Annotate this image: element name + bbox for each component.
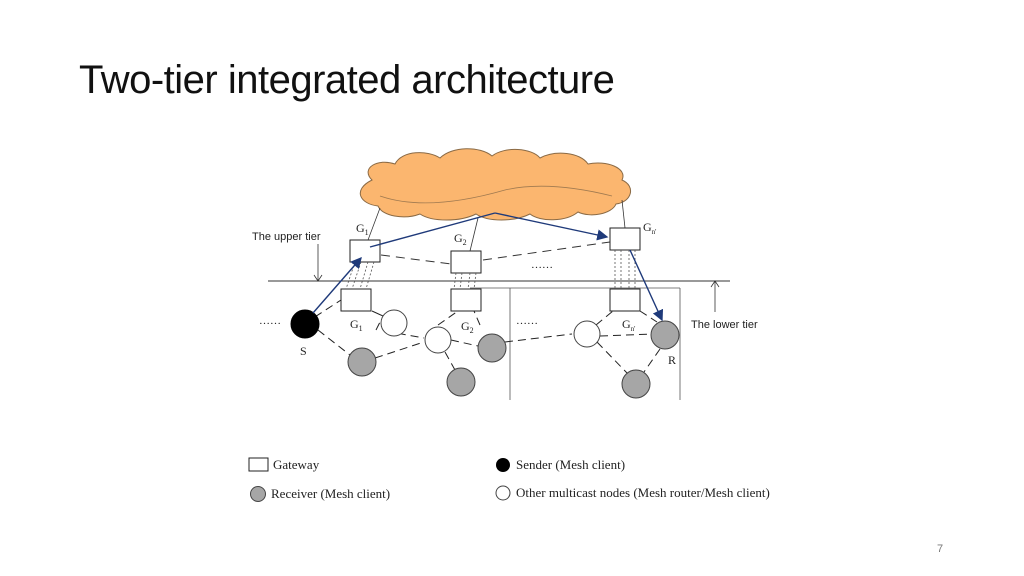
svg-text:G1: G1 <box>350 317 363 333</box>
multicast-path <box>312 212 664 322</box>
lower-gateway-g2 <box>450 288 482 312</box>
cloud-link-g1 <box>367 207 381 241</box>
svg-text:Gn': Gn' <box>643 220 656 236</box>
upper-g1-label: G <box>356 221 365 235</box>
lower-gateway-gn <box>609 288 641 312</box>
svg-text:Gn': Gn' <box>622 317 635 333</box>
legend-gateway-label: Gateway <box>273 457 320 472</box>
lower-g1-sub: 1 <box>359 324 363 333</box>
receiver-node <box>446 367 476 397</box>
legend: Gateway Receiver (Mesh client) Sender (M… <box>248 457 770 502</box>
lower-g1-label: G <box>350 317 359 331</box>
slide-title: Two-tier integrated architecture <box>79 58 615 102</box>
lower-left-ellipsis: …… <box>259 315 281 327</box>
multicast-node <box>424 326 452 354</box>
legend-sender-swatch <box>496 458 510 472</box>
upper-link-g1-g2 <box>380 254 452 265</box>
multicast-node <box>573 320 601 348</box>
legend-sender-label: Sender (Mesh client) <box>516 457 625 472</box>
lower-tier-label: The lower tier <box>691 319 758 331</box>
upper-gateway-g2 <box>450 250 482 274</box>
page-number: 7 <box>937 543 944 555</box>
tier-connector-g2 <box>453 272 477 290</box>
tier-connector-g1 <box>345 261 375 290</box>
receiver-node <box>477 333 507 363</box>
receiver-label: R <box>668 353 676 367</box>
upper-g1-sub: 1 <box>365 228 369 237</box>
legend-other-label: Other multicast nodes (Mesh router/Mesh … <box>516 485 770 500</box>
upper-link-g2-gn <box>482 241 611 261</box>
upper-gn-label: G <box>643 220 652 234</box>
upper-tier-label: The upper tier <box>252 231 321 243</box>
lower-gn-label: G <box>622 317 631 331</box>
upper-gateway-gn <box>609 227 641 251</box>
lower-gateway-g1 <box>340 288 372 312</box>
lower-middle-ellipsis: …… <box>516 315 538 327</box>
receiver-node <box>347 347 377 377</box>
legend-gateway-swatch <box>248 457 269 472</box>
legend-receiver-swatch <box>250 486 266 502</box>
sender-node <box>290 309 320 339</box>
solid-link-g1-node <box>371 310 384 317</box>
lower-g2-label: G <box>461 319 470 333</box>
svg-text:G1: G1 <box>356 221 369 237</box>
upper-g2-label: G <box>454 231 463 245</box>
receiver-node <box>621 369 651 399</box>
legend-receiver-label: Receiver (Mesh client) <box>271 486 390 501</box>
cloud-link-g2 <box>469 217 479 252</box>
tier-connector-gn <box>614 250 636 289</box>
upper-gn-sub: n' <box>652 228 657 236</box>
multicast-node <box>380 309 408 337</box>
cloud-link-gn <box>621 199 626 229</box>
receiver-node <box>650 320 680 350</box>
svg-text:G2: G2 <box>454 231 467 247</box>
lower-g2-sub: 2 <box>470 326 474 335</box>
upper-ellipsis: …… <box>531 259 553 271</box>
sender-label: S <box>300 344 307 358</box>
internet-cloud <box>359 148 631 221</box>
upper-gateway-g1 <box>349 239 381 263</box>
legend-other-swatch <box>495 485 511 501</box>
svg-text:G2: G2 <box>461 319 474 335</box>
lower-gn-sub: n' <box>631 325 636 333</box>
upper-g2-sub: 2 <box>463 238 467 247</box>
